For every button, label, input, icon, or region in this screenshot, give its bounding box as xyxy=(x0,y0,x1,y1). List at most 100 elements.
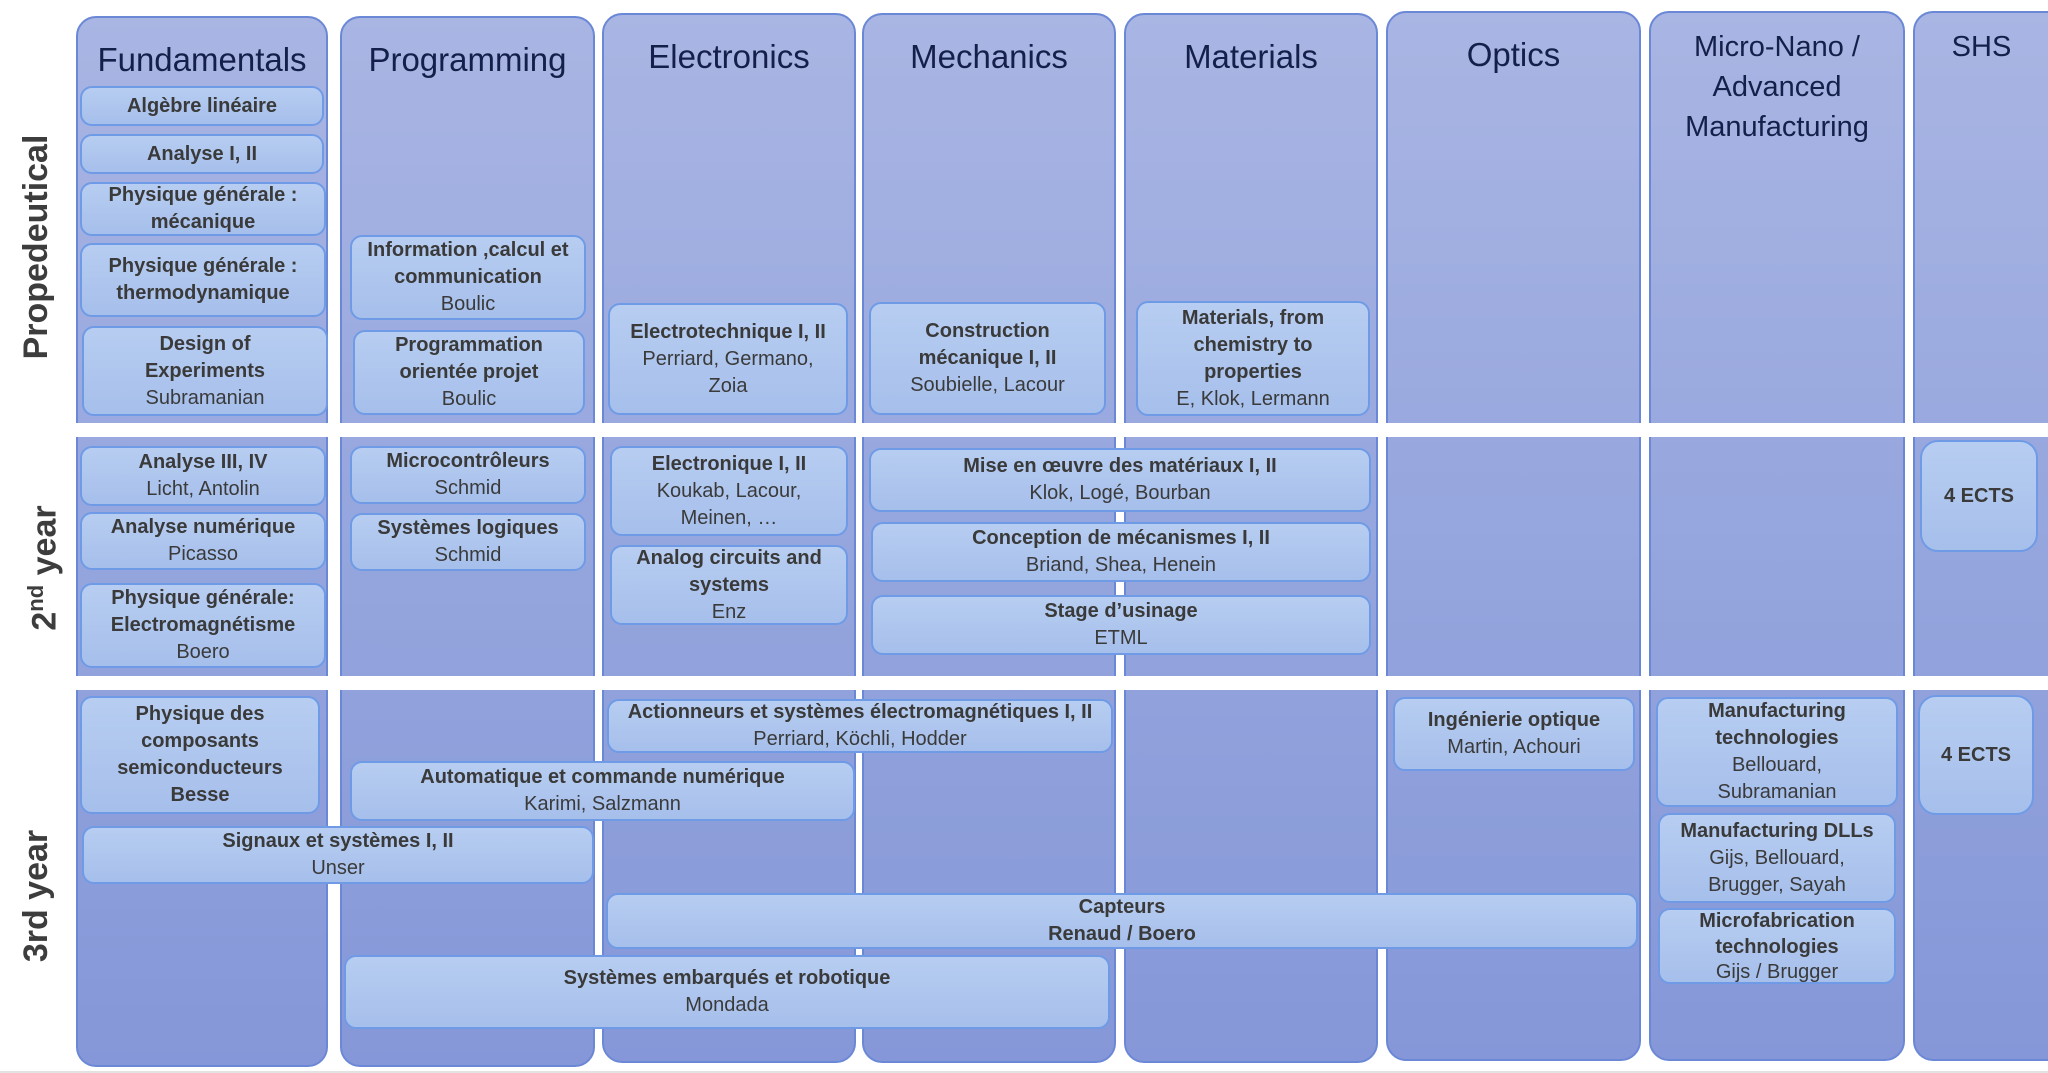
column-title-electronics: Electronics xyxy=(648,38,810,75)
course-actionneurs[interactable]: Actionneurs et systèmes électromagnétiqu… xyxy=(607,699,1113,753)
course-manufacturing-dlls[interactable]: Manufacturing DLLs Gijs, Bellouard, Brug… xyxy=(1658,813,1896,903)
column-title-mechanics: Mechanics xyxy=(910,38,1068,75)
course-professors: Renaud / Boero xyxy=(1048,923,1196,945)
course-title: Programmation orientée projet xyxy=(395,334,543,383)
course-title: Manufacturing DLLs xyxy=(1680,819,1874,842)
course-electrotechnique[interactable]: Electrotechnique I, II Perriard, Germano… xyxy=(608,303,848,415)
course-information-calcul[interactable]: Information ,calcul et communication Bou… xyxy=(350,235,586,320)
course-shs-3rd-year[interactable]: 4 ECTS xyxy=(1918,695,2034,815)
row-label-second-year-num: 2 xyxy=(25,611,64,631)
course-title: Electronique I, II xyxy=(651,452,807,475)
course-ingenierie-optique[interactable]: Ingénierie optique Martin, Achouri xyxy=(1393,697,1635,771)
course-analog-circuits[interactable]: Analog circuits and systems Enz xyxy=(610,545,848,625)
column-micro-nano: Micro-Nano / Advanced Manufacturing xyxy=(1649,11,1905,1061)
course-title: Physique générale : thermodynamique xyxy=(108,255,298,304)
row-separator-1 xyxy=(72,423,2048,437)
course-manufacturing-technologies[interactable]: Manufacturing technologies Bellouard, Su… xyxy=(1656,697,1898,807)
row-separator-2 xyxy=(72,676,2048,690)
course-title: Analyse III, IV xyxy=(138,451,268,473)
column-title-shs: SHS xyxy=(1951,31,2012,63)
course-professors: Unser xyxy=(311,857,365,879)
course-title: 4 ECTS xyxy=(1943,484,2015,507)
course-physique-mecanique[interactable]: Physique générale : mécanique xyxy=(80,182,326,236)
course-professors: Klok, Logé, Bourban xyxy=(1029,482,1211,504)
row-label-second-year-rest: year xyxy=(25,505,64,585)
row-label-propedeutical-text: Propedeutical xyxy=(17,134,55,360)
row-label-third-year: 3rd year xyxy=(16,786,56,1006)
column-optics: Optics xyxy=(1386,11,1641,1061)
course-professors: Bellouard, Subramanian xyxy=(1717,754,1837,803)
course-analyse-numerique[interactable]: Analyse numérique Picasso xyxy=(80,512,326,570)
course-title: 4 ECTS xyxy=(1940,743,2012,766)
course-construction-mecanique[interactable]: Construction mécanique I, II Soubielle, … xyxy=(869,302,1106,415)
course-title: Design of Experiments xyxy=(144,332,266,382)
course-title: Capteurs xyxy=(1078,896,1166,918)
course-signaux-systemes[interactable]: Signaux et systèmes I, II Unser xyxy=(82,826,594,884)
course-title: Ingénierie optique xyxy=(1427,709,1601,731)
course-title: Analyse numérique xyxy=(110,516,296,538)
course-professors: Perriard, Germano, Zoia xyxy=(642,347,814,397)
course-title: Algèbre linéaire xyxy=(126,94,278,117)
course-stage-usinage[interactable]: Stage d’usinage ETML xyxy=(871,595,1371,655)
course-title: Systèmes logiques xyxy=(377,517,559,539)
column-title-programming: Programming xyxy=(368,41,567,78)
course-systemes-logiques[interactable]: Systèmes logiques Schmid xyxy=(350,513,586,571)
course-electronique[interactable]: Electronique I, II Koukab, Lacour, Meine… xyxy=(610,446,848,536)
course-automatique[interactable]: Automatique et commande numérique Karimi… xyxy=(350,761,855,821)
course-title: Microfabrication technologies xyxy=(1699,910,1855,958)
course-capteurs[interactable]: Capteurs Renaud / Boero xyxy=(606,893,1638,949)
course-title: Stage d’usinage xyxy=(1044,600,1198,622)
course-title: Systèmes embarqués et robotique xyxy=(563,967,891,989)
course-physique-electromagnetisme[interactable]: Physique générale: Electromagnétisme Boe… xyxy=(80,583,326,668)
course-programmation-orientee[interactable]: Programmation orientée projet Boulic xyxy=(353,330,585,415)
course-professors: Briand, Shea, Henein xyxy=(1025,554,1217,576)
row-label-second-year-sup: nd xyxy=(23,584,48,612)
column-electronics: Electronics xyxy=(602,13,856,1063)
course-professors: Schmid xyxy=(434,477,502,499)
course-design-of-experiments[interactable]: Design of Experiments Subramanian xyxy=(82,326,328,416)
course-title: Electrotechnique I, II xyxy=(630,320,826,343)
course-title: Construction mécanique I, II xyxy=(918,320,1057,369)
course-physique-thermodynamique[interactable]: Physique générale : thermodynamique xyxy=(80,243,326,317)
course-professors: Soubielle, Lacour xyxy=(910,374,1065,396)
column-title-materials: Materials xyxy=(1184,38,1318,75)
course-title: Information ,calcul et communication xyxy=(367,239,569,288)
row-label-third-year-text: 3rd year xyxy=(17,829,55,963)
course-title: Analyse I, II xyxy=(146,142,258,165)
row-label-second-year: 2nd year xyxy=(16,468,63,668)
course-professors: Licht, Antolin xyxy=(146,478,260,500)
course-professors: Boulic xyxy=(440,293,496,315)
course-algebre-lineaire[interactable]: Algèbre linéaire xyxy=(80,86,324,126)
course-title: Microcontrôleurs xyxy=(386,450,550,472)
course-title: Mise en œuvre des matériaux I, II xyxy=(963,455,1277,477)
course-professors: Enz xyxy=(711,600,747,623)
bottom-rule xyxy=(0,1071,2048,1073)
course-physique-semiconducteurs[interactable]: Physique des composants semiconducteurs … xyxy=(80,696,320,814)
course-materials[interactable]: Materials, from chemistry to properties … xyxy=(1136,301,1370,416)
course-professors: Perriard, Köchli, Hodder xyxy=(753,728,967,750)
course-mise-en-oeuvre[interactable]: Mise en œuvre des matériaux I, II Klok, … xyxy=(869,448,1371,512)
course-conception-mecanismes[interactable]: Conception de mécanismes I, II Briand, S… xyxy=(871,522,1371,582)
course-professors: E, Klok, Lermann xyxy=(1176,387,1330,410)
course-title: Materials, from chemistry to properties xyxy=(1181,306,1325,383)
course-professors: Boero xyxy=(176,641,230,663)
course-professors: Karimi, Salzmann xyxy=(524,793,681,815)
column-title-micro-nano: Micro-Nano / Advanced Manufacturing xyxy=(1685,31,1869,143)
course-microcontroleurs[interactable]: Microcontrôleurs Schmid xyxy=(350,446,586,504)
course-professors: Schmid xyxy=(434,544,502,566)
row-label-propedeutical: Propedeutical xyxy=(16,87,56,407)
course-analyse-1-2[interactable]: Analyse I, II xyxy=(80,134,324,174)
course-systemes-embarques[interactable]: Systèmes embarqués et robotique Mondada xyxy=(344,955,1110,1029)
course-title: Physique générale : mécanique xyxy=(108,184,298,233)
course-analyse-3-4[interactable]: Analyse III, IV Licht, Antolin xyxy=(80,446,326,506)
course-title: Signaux et systèmes I, II xyxy=(222,830,454,852)
course-professors: Subramanian xyxy=(145,386,265,409)
course-professors: Gijs / Brugger xyxy=(1715,961,1839,983)
course-shs-2nd-year[interactable]: 4 ECTS xyxy=(1920,440,2038,552)
course-professors: Mondada xyxy=(685,994,769,1016)
course-title: Manufacturing technologies xyxy=(1708,700,1846,749)
course-microfabrication[interactable]: Microfabrication technologies Gijs / Bru… xyxy=(1658,908,1896,984)
column-title-optics: Optics xyxy=(1466,36,1561,73)
course-title: Physique des composants semiconducteurs xyxy=(117,703,283,779)
course-professors: Besse xyxy=(170,784,230,806)
